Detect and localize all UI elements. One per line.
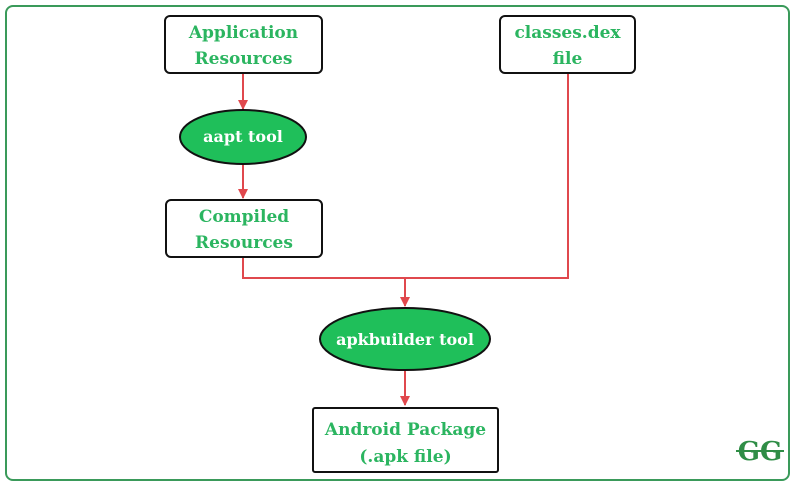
node-compiled-resources-line2: Resources bbox=[195, 233, 293, 253]
line-compiled-to-merge bbox=[242, 257, 405, 279]
node-aapt-tool: aapt tool bbox=[179, 109, 307, 165]
node-compiled-resources-line1: Compiled bbox=[199, 207, 289, 227]
node-application-resources-line2: Resources bbox=[195, 49, 293, 69]
node-classes-dex-line2: file bbox=[553, 49, 583, 69]
node-compiled-resources: Compiled Resources bbox=[165, 199, 323, 258]
node-android-package: Android Package (.apk file) bbox=[312, 407, 499, 473]
node-application-resources: Application Resources bbox=[164, 15, 323, 74]
node-aapt-tool-label: aapt tool bbox=[203, 127, 283, 146]
node-application-resources-line1: Application bbox=[188, 23, 298, 43]
node-classes-dex: classes.dex file bbox=[499, 15, 636, 74]
node-apkbuilder-tool: apkbuilder tool bbox=[319, 307, 491, 371]
node-classes-dex-line1: classes.dex bbox=[514, 23, 621, 43]
line-dex-to-merge bbox=[405, 73, 569, 279]
node-apkbuilder-tool-label: apkbuilder tool bbox=[336, 330, 474, 349]
diagram-frame bbox=[5, 5, 790, 481]
node-android-package-line1: Android Package bbox=[324, 420, 486, 440]
connectors bbox=[238, 73, 569, 406]
node-android-package-line2: (.apk file) bbox=[359, 447, 451, 467]
gfg-logo: GG bbox=[736, 437, 784, 467]
